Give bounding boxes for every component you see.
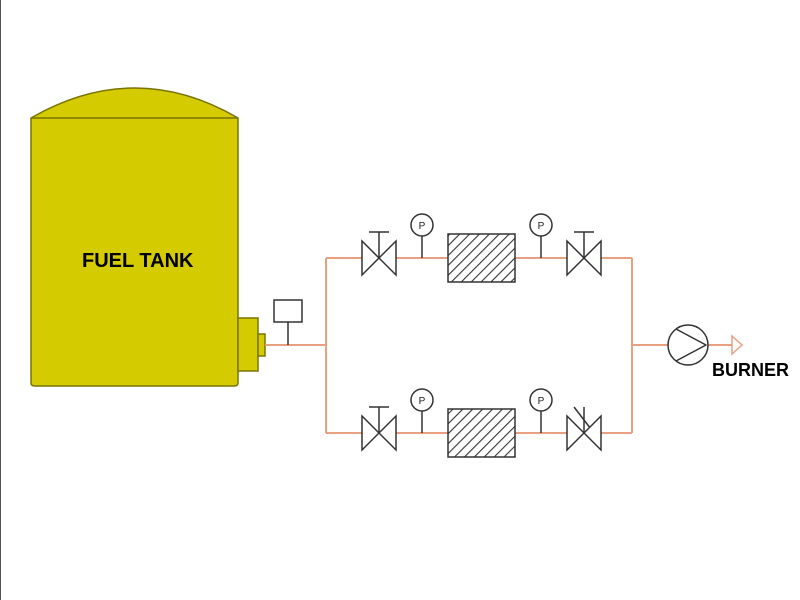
fuel-tank-label: FUEL TANK	[82, 250, 194, 272]
outlet-arrow-icon	[731, 334, 744, 356]
burner-label: BURNER	[712, 360, 790, 380]
gate-valve-icon	[566, 239, 602, 277]
upper-inlet-valve	[361, 231, 397, 277]
tank-outlet-nozzle	[257, 333, 266, 357]
upper-inlet-pressure-gauge: P	[410, 213, 434, 258]
tank-body	[30, 87, 239, 387]
pressure-gauge-icon	[529, 213, 553, 237]
lower-inlet-valve	[361, 406, 397, 452]
fuel-pump	[667, 324, 709, 366]
pressure-gauge-letter: P	[538, 221, 545, 232]
gate-valve-icon	[566, 414, 602, 452]
gate-valve-icon	[361, 239, 397, 277]
upper-outlet-pressure-gauge: P	[529, 213, 553, 258]
lower-filter	[447, 408, 516, 458]
gate-valve-icon	[361, 414, 397, 452]
tank-outlet-flange	[237, 317, 259, 372]
upper-outlet-valve	[566, 231, 602, 277]
upper-filter	[447, 233, 516, 283]
pressure-gauge-icon	[410, 388, 434, 412]
pump-icon	[667, 324, 709, 366]
fuel-tank	[30, 87, 266, 387]
pump-triangle	[675, 328, 707, 362]
lower-outlet-valve	[566, 406, 602, 452]
pressure-gauge-letter: P	[538, 396, 545, 407]
piping	[265, 257, 732, 434]
lower-inlet-pressure-gauge: P	[410, 388, 434, 433]
pressure-gauge-letter: P	[419, 221, 426, 232]
lower-outlet-pressure-gauge: P	[529, 388, 553, 433]
pressure-gauge-icon	[410, 213, 434, 237]
pressure-gauge-icon	[529, 388, 553, 412]
level-sensor-icon	[273, 299, 303, 345]
left-border-line	[0, 0, 1, 600]
pressure-gauge-letter: P	[419, 396, 426, 407]
